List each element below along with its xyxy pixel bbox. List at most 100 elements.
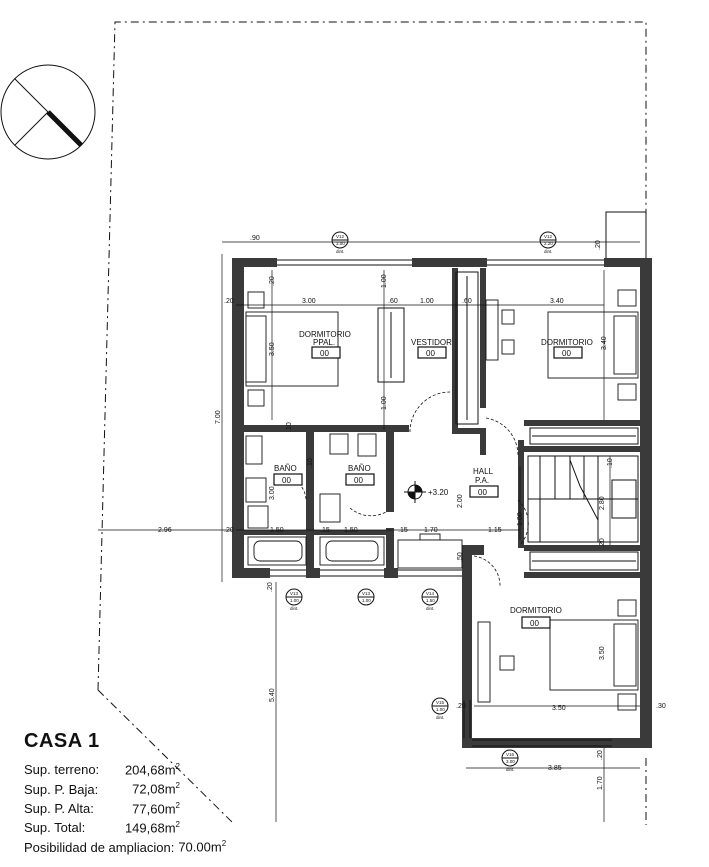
- svg-text:1.00: 1.00: [436, 707, 445, 712]
- svg-text:1.00: 1.00: [381, 274, 388, 288]
- outer-walls: [232, 258, 652, 748]
- room-label-dormitorio-ppal: DORMITORIO PPAL. 00: [299, 330, 351, 359]
- svg-text:1.70: 1.70: [597, 776, 604, 790]
- bathroom-fixtures: [245, 433, 463, 569]
- svg-text:.20: .20: [597, 750, 604, 760]
- svg-text:DORMITORIO: DORMITORIO: [510, 606, 562, 615]
- window-tag: V12 2.20 dint.: [539, 231, 557, 254]
- svg-text:1.70: 1.70: [424, 527, 438, 534]
- stairs: [527, 455, 639, 543]
- window-tag: V16 3.00 dint.: [501, 749, 519, 772]
- svg-text:.60: .60: [462, 298, 472, 305]
- svg-text:dint.: dint.: [336, 249, 345, 254]
- room-label-bano-2: BAÑO 00: [345, 464, 375, 486]
- svg-text:PPAL.: PPAL.: [313, 338, 335, 347]
- room-label-dormitorio-ne: DORMITORIO 00: [541, 338, 593, 359]
- room-code: 00: [354, 476, 363, 485]
- svg-text:dint.: dint.: [544, 249, 553, 254]
- svg-text:2.96: 2.96: [158, 527, 172, 534]
- svg-text:.20: .20: [267, 582, 274, 592]
- beds: [245, 289, 639, 711]
- svg-text:V12: V12: [336, 234, 345, 239]
- svg-text:dint.: dint.: [426, 606, 435, 611]
- room-label-dormitorio-s: DORMITORIO 00: [510, 606, 562, 629]
- room-code: 00: [562, 349, 571, 358]
- room-code: 00: [530, 619, 539, 628]
- svg-text:DORMITORIO: DORMITORIO: [299, 330, 351, 339]
- svg-text:dint.: dint.: [436, 715, 445, 720]
- svg-text:.20: .20: [599, 538, 606, 548]
- window-lines: [270, 259, 612, 747]
- svg-text:VESTIDOR: VESTIDOR: [411, 338, 452, 347]
- svg-text:.10: .10: [307, 458, 314, 468]
- svg-text:3.50: 3.50: [599, 646, 606, 660]
- interior-walls: [244, 268, 640, 578]
- svg-text:P.A.: P.A.: [475, 476, 489, 485]
- svg-text:1.00: 1.00: [381, 396, 388, 410]
- room-code: 00: [426, 349, 435, 358]
- svg-text:.20: .20: [224, 298, 234, 305]
- svg-text:V13: V13: [290, 591, 299, 596]
- svg-text:7.00: 7.00: [215, 410, 222, 424]
- house-summary: CASA 1 Sup. terreno:204,68m2 Sup. P. Baj…: [24, 730, 324, 856]
- svg-text:2.00: 2.00: [457, 494, 464, 508]
- desks: [477, 299, 515, 703]
- svg-text:2.80: 2.80: [599, 496, 606, 510]
- svg-text:3.85: 3.85: [548, 765, 562, 772]
- svg-text:.20: .20: [224, 527, 234, 534]
- window-tag: V14 1.50 dint.: [421, 588, 439, 611]
- svg-text:1.50: 1.50: [426, 598, 435, 603]
- svg-text:V15: V15: [436, 700, 445, 705]
- property-boundary-lower: [97, 689, 233, 823]
- svg-text:1.50: 1.50: [270, 527, 284, 534]
- north-compass-icon: [0, 64, 96, 160]
- svg-text:3.00: 3.00: [302, 298, 316, 305]
- window-tag: V13 1.00: [357, 588, 375, 606]
- summary-row-planta-alta: Sup. P. Alta:77,60m2: [24, 800, 180, 816]
- svg-text:3.40: 3.40: [550, 298, 564, 305]
- room-label-bano-1: BAÑO 00: [273, 464, 303, 486]
- neighbour-block: [605, 211, 647, 263]
- dimension-lines: [98, 241, 640, 822]
- summary-row-ampliacion: Posibilidad de ampliacion:70.00m2: [24, 839, 227, 855]
- svg-text:.20: .20: [269, 276, 276, 286]
- summary-row-terreno: Sup. terreno:204,68m2: [24, 762, 180, 778]
- svg-text:.20: .20: [456, 703, 466, 710]
- house-title: CASA 1: [24, 730, 100, 752]
- svg-text:DORMITORIO: DORMITORIO: [541, 338, 593, 347]
- svg-text:V12: V12: [544, 234, 553, 239]
- svg-text:3.00: 3.00: [506, 759, 515, 764]
- room-label-hall: HALL P.A. 00: [469, 467, 499, 498]
- wardrobes: [377, 271, 639, 571]
- svg-text:V13: V13: [362, 591, 371, 596]
- svg-text:V16: V16: [506, 752, 515, 757]
- svg-text:1.00: 1.00: [362, 598, 371, 603]
- level-value: +3.20: [428, 488, 449, 497]
- summary-row-planta-baja: Sup. P. Baja:72,08m2: [24, 781, 180, 797]
- svg-text:1.00: 1.00: [420, 298, 434, 305]
- svg-text:dint.: dint.: [290, 606, 299, 611]
- window-tag: V15 1.00 dint.: [431, 697, 449, 720]
- room-label-vestidor: VESTIDOR 00: [411, 338, 452, 359]
- svg-text:HALL: HALL: [473, 467, 494, 476]
- window-tag: V12 3.00 dint.: [331, 231, 349, 254]
- room-code: 00: [282, 476, 291, 485]
- room-code: 00: [478, 488, 487, 497]
- svg-text:BAÑO: BAÑO: [348, 464, 371, 473]
- svg-text:1.00: 1.00: [290, 598, 299, 603]
- svg-text:.15: .15: [398, 527, 408, 534]
- svg-text:.10: .10: [607, 458, 614, 468]
- summary-row-total: Sup. Total:149,68m2: [24, 819, 180, 836]
- svg-text:1.00: 1.00: [517, 512, 524, 526]
- svg-text:dint.: dint.: [506, 767, 515, 772]
- svg-text:3.00: 3.00: [269, 486, 276, 500]
- svg-text:3.40: 3.40: [601, 336, 608, 350]
- level-marker: +3.20: [404, 481, 449, 503]
- svg-text:1.50: 1.50: [344, 527, 358, 534]
- svg-text:3.00: 3.00: [336, 241, 345, 246]
- dimension-texts: .90 .20 .20 .20 3.00 .60 1.00 .60 3.40 1…: [158, 235, 666, 790]
- svg-text:.10: .10: [286, 422, 293, 432]
- svg-text:3.50: 3.50: [269, 342, 276, 356]
- svg-text:.90: .90: [250, 235, 260, 242]
- window-tag: V13 1.00 dint.: [285, 588, 303, 611]
